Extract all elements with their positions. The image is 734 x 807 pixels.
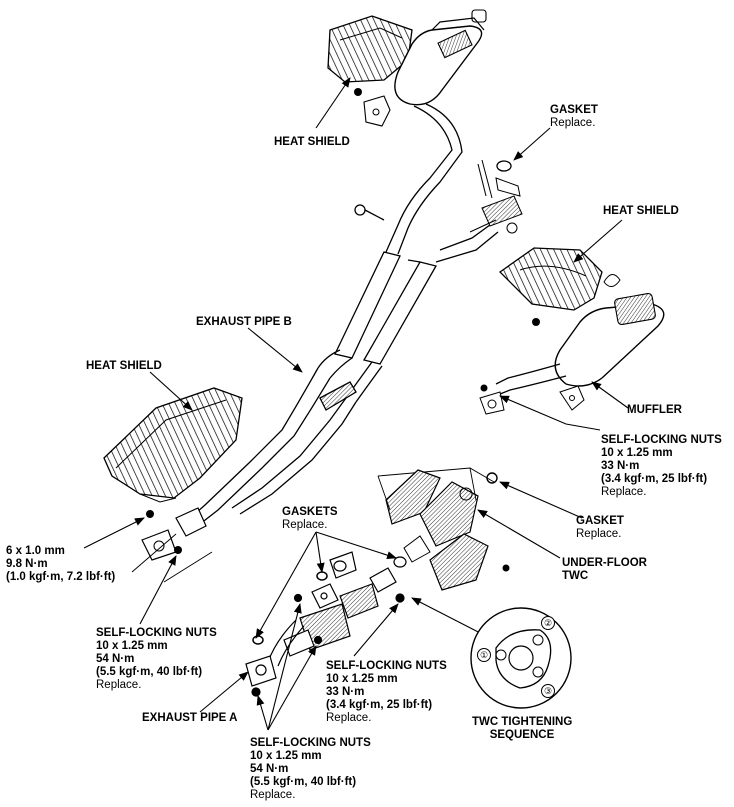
label-self-locking-nuts-mid: SELF-LOCKING NUTS 10 x 1.25 mm 33 N·m (3… <box>326 660 447 724</box>
muffler-right <box>479 292 665 415</box>
label-exhaust-pipe-b: EXHAUST PIPE B <box>196 316 292 328</box>
label-gasket-right: GASKET Replace. <box>576 515 624 540</box>
heat-shield-top <box>327 15 413 96</box>
twc-sequence-inset <box>470 607 572 709</box>
leader-lines <box>83 77 629 731</box>
label-self-locking-nuts-left: SELF-LOCKING NUTS 10 x 1.25 mm 54 N·m (5… <box>96 627 217 691</box>
label-heat-shield-right: HEAT SHIELD <box>603 205 679 217</box>
label-twc-tightening-sequence: TWC TIGHTENING SEQUENCE <box>472 716 573 741</box>
heat-shield-right <box>498 247 621 326</box>
heat-shield-left <box>103 387 243 518</box>
sequence-number-3: ③ <box>541 684 555 698</box>
muffler-top <box>363 9 487 127</box>
sequence-number-1: ① <box>477 648 491 662</box>
exhaust-pipe-a <box>245 551 407 697</box>
label-muffler: MUFFLER <box>627 404 682 416</box>
under-floor-twc <box>377 467 510 591</box>
label-gaskets-center: GASKETS Replace. <box>282 506 338 531</box>
sequence-number-2: ② <box>541 616 555 630</box>
gasket-top <box>469 159 523 234</box>
label-heat-shield-left: HEAT SHIELD <box>86 360 162 372</box>
label-bolt-left: 6 x 1.0 mm 9.8 N·m (1.0 kgf·m, 7.2 lbf·f… <box>6 545 116 583</box>
front-flange-left <box>131 507 213 583</box>
exhaust-pipe-b <box>187 103 499 525</box>
label-heat-shield-top: HEAT SHIELD <box>274 136 350 148</box>
label-self-locking-nuts-right: SELF-LOCKING NUTS 10 x 1.25 mm 33 N·m (3… <box>601 434 722 498</box>
label-self-locking-nuts-bottom: SELF-LOCKING NUTS 10 x 1.25 mm 54 N·m (5… <box>250 737 371 801</box>
label-under-floor-twc: UNDER-FLOOR TWC <box>562 557 647 582</box>
label-exhaust-pipe-a: EXHAUST PIPE A <box>142 712 238 724</box>
label-gasket-top: GASKET Replace. <box>550 104 598 129</box>
